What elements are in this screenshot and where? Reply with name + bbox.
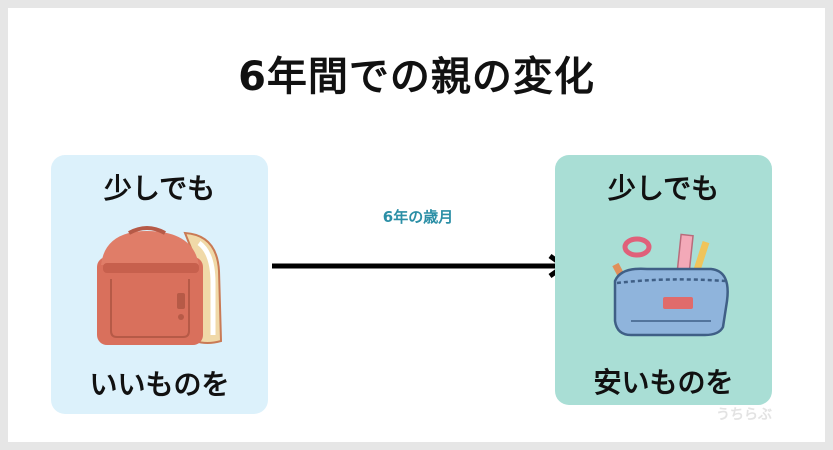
diagram-title: 6年間での親の変化 [238,54,595,100]
arrow-right-icon [272,253,567,279]
card-before: 少しでも いいものを [51,155,268,414]
card-after: 少しでも 安いものを [555,155,772,405]
backpack-icon [97,226,223,345]
card-after-bottom-text: 安いものを [593,366,734,399]
card-before-top-text: 少しでも [103,172,216,205]
pencil-case-icon [612,233,729,337]
card-before-bottom-text: いいものを [89,368,230,401]
watermark: うちらぶ [716,407,772,423]
card-after-top-text: 少しでも [607,172,720,205]
arrow-label: 6年の歳月 [382,208,454,226]
